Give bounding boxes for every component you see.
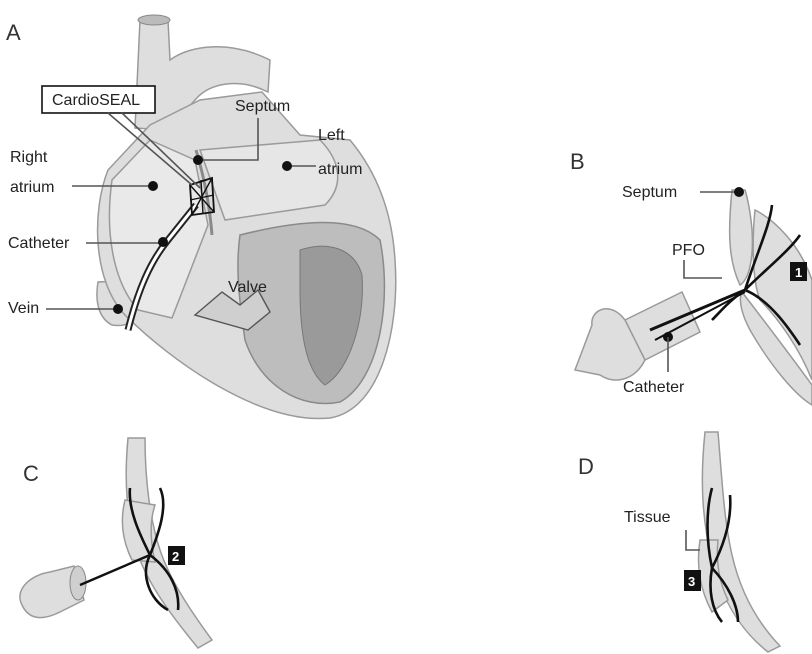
vein-label: Vein xyxy=(8,300,39,317)
panel-c-letter: C xyxy=(23,461,39,486)
catheter-marker-a xyxy=(158,237,168,247)
panel-b-letter: B xyxy=(570,149,585,174)
aorta-opening xyxy=(138,15,170,25)
panel-b: B Septum PFO 1 Catheter xyxy=(570,149,812,405)
panel-c: C 2 xyxy=(20,438,212,648)
vein-marker xyxy=(113,304,123,314)
septum-primum-b xyxy=(730,190,753,285)
septum-marker xyxy=(193,155,203,165)
step-number-2: 2 xyxy=(172,549,179,564)
right-atrium-label-line1: Right xyxy=(10,149,48,166)
step-number-3: 3 xyxy=(688,574,695,589)
panel-a-letter: A xyxy=(6,20,21,45)
tissue-label: Tissue xyxy=(624,509,671,526)
septum-label: Septum xyxy=(235,98,290,115)
pfo-leader xyxy=(684,260,722,278)
septum-marker-b xyxy=(734,187,744,197)
catheter-label-b: Catheter xyxy=(623,379,685,396)
delivery-wire-c xyxy=(80,555,150,585)
pfo-label: PFO xyxy=(672,242,705,259)
right-atrium-label-line2: atrium xyxy=(10,179,54,196)
valve-label: Valve xyxy=(228,279,267,296)
septum-label-b: Septum xyxy=(622,184,677,201)
left-atrium-marker xyxy=(282,161,292,171)
panel-d: D Tissue 3 xyxy=(578,432,780,652)
catheter-label-a: Catheter xyxy=(8,235,70,252)
panel-d-letter: D xyxy=(578,454,594,479)
panel-a: A CardioSEAL Septum xyxy=(6,15,396,419)
cardioseal-label: CardioSEAL xyxy=(52,92,140,109)
right-atrium-marker xyxy=(148,181,158,191)
tissue-leader xyxy=(686,530,700,550)
left-atrium-label-line2: atrium xyxy=(318,161,362,178)
left-atrium-label-line1: Left xyxy=(318,127,345,144)
step-number-1: 1 xyxy=(795,265,802,280)
